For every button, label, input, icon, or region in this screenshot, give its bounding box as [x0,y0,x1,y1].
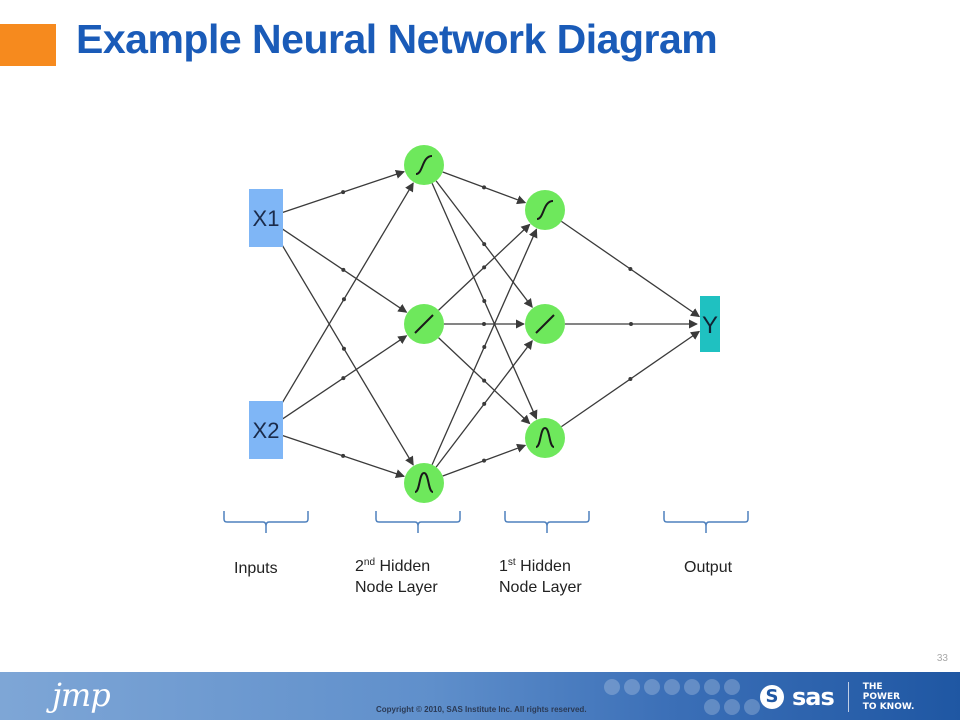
label-hidden2-line1: Hidden [375,558,431,575]
label-hidden1-suffix: st [507,557,516,568]
edge-midpoint-h1b-y [629,322,633,326]
sas-logo: S sas THE POWER TO KNOW. [760,680,914,714]
edge-midpoint-h2a-h1a [482,185,487,190]
gaussian-icon [414,471,434,493]
bracket-output [663,511,749,533]
edge-midpoint-h2c-h1b [482,401,487,406]
edge-midpoint-h2b-h1b [482,322,486,326]
label-hidden2-ordinal: 2 [355,558,364,575]
edge-midpoint-h2a-h1b [482,242,487,247]
sas-swirl-icon: S [760,685,784,709]
label-hidden-layer-2: 2nd Hidden Node Layer [355,556,438,598]
edge-midpoint-x1-h2c [341,346,346,351]
label-hidden2-suffix: nd [363,557,376,568]
bracket-inputs [223,511,309,533]
linear-icon [535,314,555,334]
bracket-hidden1 [504,511,590,533]
layer-brackets [223,511,749,533]
input-node-x1 [249,189,283,247]
logo-divider [847,682,849,712]
edge-midpoint-x1-h2b [341,267,346,272]
edge-midpoint-h1a-y [628,266,633,271]
sigmoid-icon [415,155,433,175]
hidden1-node-h1c [525,418,565,458]
output-node-y [700,296,720,352]
input-label-x1: X1 [253,206,280,231]
edge-midpoint-h2b-h1a [482,265,487,270]
label-hidden1-line2: Node Layer [499,579,582,596]
copyright-text: Copyright © 2010, SAS Institute Inc. All… [376,705,587,714]
edge-midpoint-h2b-h1c [482,378,487,383]
edge-midpoint-x2-h2b [341,376,346,381]
footer-bar: jmp Copyright © 2010, SAS Institute Inc.… [0,672,960,720]
tagline-line-3: TO KNOW. [862,702,915,712]
edge-midpoint-h2c-h1c [482,458,487,463]
label-hidden2-line2: Node Layer [355,579,438,596]
bracket-hidden2 [375,511,461,533]
edge-midpoint-x2-h2c [341,453,346,458]
sigmoid-icon [536,200,554,220]
label-output-text: Output [684,559,733,576]
edge-midpoint-h2c-h1a [482,344,487,349]
label-hidden1-line1: Hidden [515,558,571,575]
connection-edges [274,169,701,479]
sas-wordmark: sas [792,683,835,711]
page-number: 33 [936,653,948,664]
tagline-line-2: POWER [862,692,901,702]
tagline-line-1: THE [862,682,883,692]
linear-icon [414,314,434,334]
input-label-x2: X2 [253,418,280,443]
edge-midpoint-h2a-h1c [482,299,487,304]
label-inputs: Inputs [234,558,278,579]
slide-title: Example Neural Network Diagram [76,16,718,62]
edge-midpoint-h1c-y [628,377,633,382]
edge-midpoint-x2-h2a [341,297,346,302]
title-accent-block [0,24,56,66]
label-hidden-layer-1: 1st Hidden Node Layer [499,556,582,598]
hidden2-node-h2a [404,145,444,185]
label-hidden1-ordinal: 1 [499,558,508,575]
hidden2-node-h2c [404,463,444,503]
label-output: Output [684,557,732,578]
edge-midpoint-x1-h2a [341,190,346,195]
label-inputs-text: Inputs [234,560,278,577]
input-node-x2 [249,401,283,459]
gaussian-icon [535,426,555,448]
hidden1-node-h1a [525,190,565,230]
jmp-logo: jmp [52,676,111,714]
output-label-y: Y [702,312,718,339]
sas-tagline: THE POWER TO KNOW. [863,682,915,712]
